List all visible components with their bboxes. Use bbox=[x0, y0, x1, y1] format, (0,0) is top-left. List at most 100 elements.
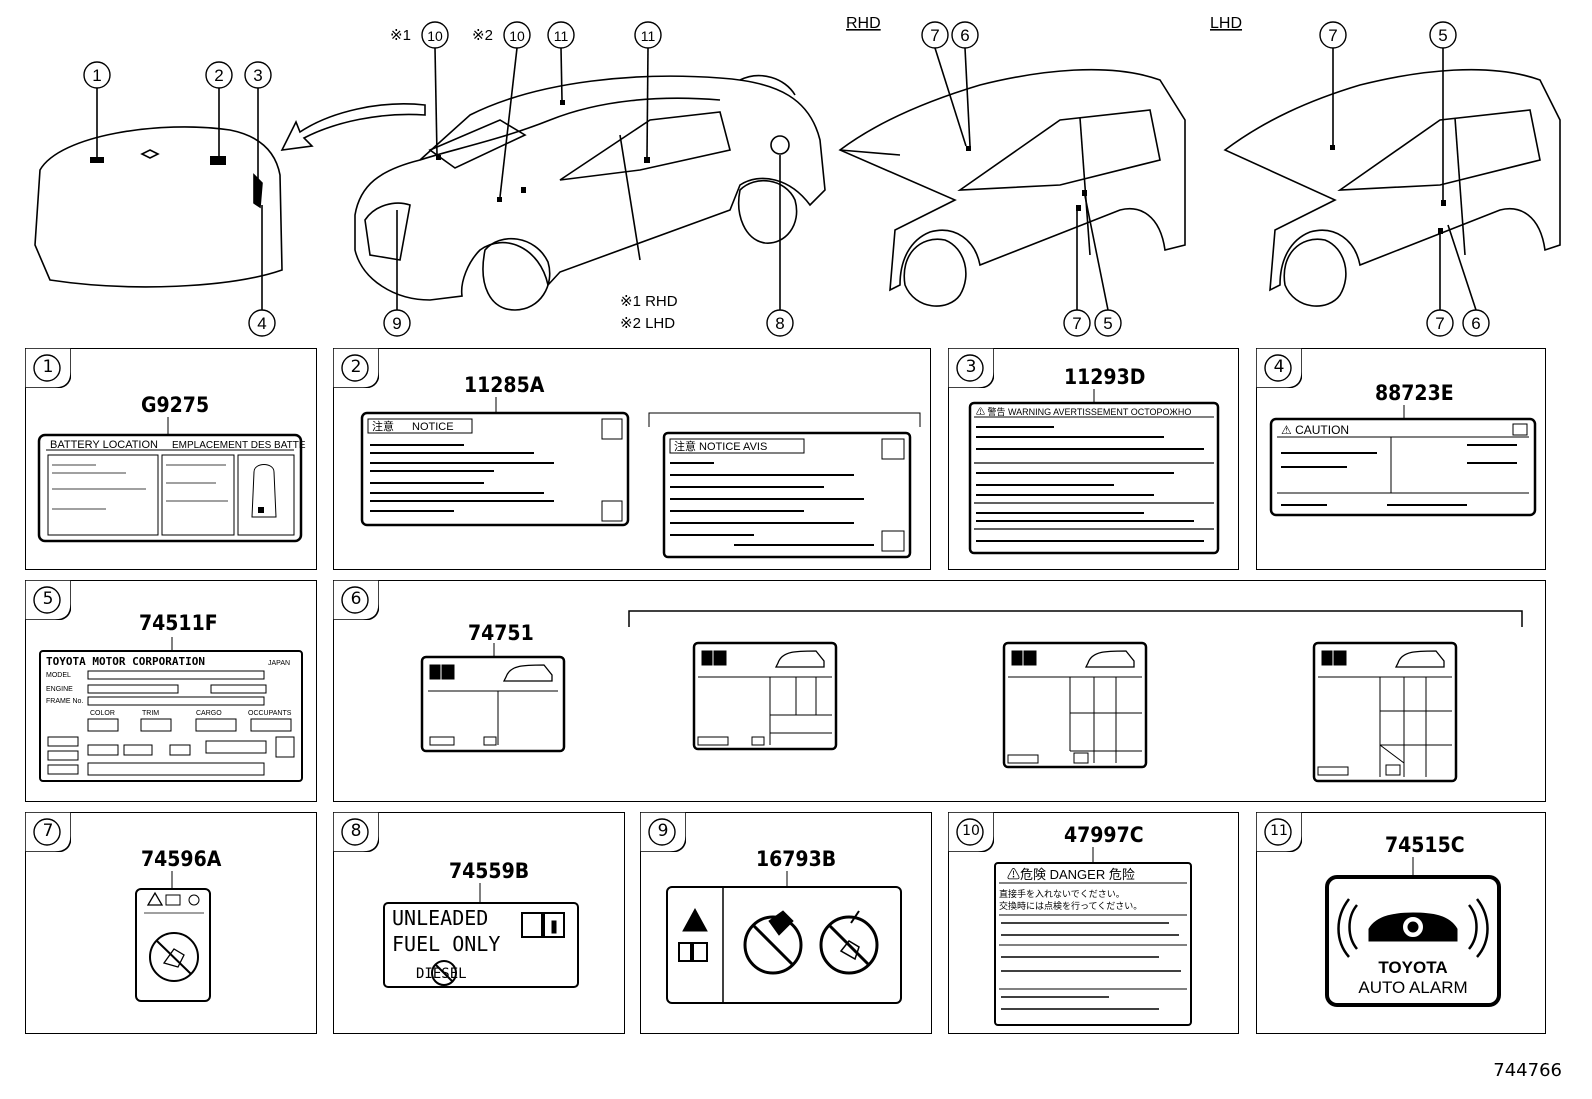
panel-6: 6 74751 bbox=[333, 580, 1546, 802]
label-text-frame: FRAME No. bbox=[46, 698, 83, 705]
panel-1-part-number: G9275 bbox=[141, 393, 210, 417]
panel-4-number: 4 bbox=[1273, 357, 1285, 377]
label-74596a bbox=[135, 871, 211, 1002]
overview-notes: ※1 ※2 ※1 RHD ※2 LHD RHD LHD bbox=[390, 15, 1242, 332]
label-text-danger: ⚠危険 DANGER 危险 bbox=[1007, 867, 1135, 882]
panel-4: 4 88723E ⚠ CAUTION bbox=[1256, 348, 1546, 570]
panel-2: 2 11285A 注意 NOTICE 注意 NOTICE AVIS bbox=[333, 348, 931, 570]
arrow-icon bbox=[280, 103, 426, 151]
panel-7-part-number: 74596A bbox=[141, 847, 222, 871]
panel-5: 5 74511F TOYOTA MOTOR CORPORATION JAPAN … bbox=[25, 580, 317, 802]
callout-6-rhd-top: 6 bbox=[960, 26, 969, 45]
callout-1: 1 bbox=[92, 66, 101, 85]
label-text-model: MODEL bbox=[46, 672, 71, 679]
label-variant-1 bbox=[420, 655, 566, 753]
panel-7: 7 74596A bbox=[25, 812, 317, 1034]
panel-11: 11 74515C TOYOTA AUTO ALARM bbox=[1256, 812, 1546, 1034]
panel-2-part-number: 11285A bbox=[464, 373, 545, 397]
panel-7-number: 7 bbox=[42, 821, 54, 841]
panel-9-part-number: 16793B bbox=[756, 847, 837, 871]
panel-6-part-number: 74751 bbox=[468, 621, 534, 645]
callout-8: 8 bbox=[775, 314, 784, 333]
label-74751-variants bbox=[420, 610, 1523, 783]
label-74511f: TOYOTA MOTOR CORPORATION JAPAN MODEL ENG… bbox=[39, 637, 303, 782]
label-text-notice: NOTICE bbox=[412, 421, 454, 433]
hood-drawing bbox=[34, 88, 283, 310]
label-text-notice-jp: 注意 bbox=[372, 419, 394, 433]
note-rhd: ※1 RHD bbox=[620, 293, 678, 310]
label-variant-4 bbox=[1312, 641, 1458, 783]
panel-1-number: 1 bbox=[42, 357, 54, 377]
callout-10b: 10 bbox=[509, 28, 525, 44]
label-variant-2 bbox=[692, 641, 838, 751]
figure-id: 744766 bbox=[1493, 1060, 1562, 1081]
panel-10-part-number: 47997C bbox=[1064, 823, 1144, 847]
label-text-toyota-corp: TOYOTA MOTOR CORPORATION bbox=[46, 655, 205, 668]
label-text-jp-line-2: 交換時には点検を行ってください。 bbox=[999, 900, 1142, 911]
panel-4-part-number: 88723E bbox=[1375, 381, 1454, 405]
callout-11b: 11 bbox=[641, 28, 656, 44]
panel-6-number: 6 bbox=[350, 589, 362, 609]
label-variant-3 bbox=[1002, 641, 1148, 769]
note-lhd: ※2 LHD bbox=[620, 315, 675, 332]
panel-10: 10 47997C ⚠危険 DANGER 危险 直接手を入れないでください。 交… bbox=[948, 812, 1239, 1034]
label-text-auto-alarm: AUTO ALARM bbox=[1358, 978, 1467, 997]
panel-2-number: 2 bbox=[350, 357, 362, 377]
note-marker-lhd: ※2 bbox=[472, 27, 493, 44]
label-16793b bbox=[666, 871, 902, 1004]
label-text-japan: JAPAN bbox=[268, 660, 290, 667]
label-74515c: TOYOTA AUTO ALARM bbox=[1325, 857, 1501, 1007]
callout-7-rhd-bottom: 7 bbox=[1072, 314, 1081, 333]
callout-11a: 11 bbox=[554, 28, 569, 44]
rhd-label: RHD bbox=[846, 15, 881, 32]
label-text-trim: TRIM bbox=[142, 710, 159, 717]
rhd-car-drawing bbox=[838, 47, 1186, 311]
panel-3: 3 11293D ⚠ 警告 WARNING AVERTISSEMENT OCTO… bbox=[948, 348, 1239, 570]
label-11285a: 注意 NOTICE 注意 NOTICE AVIS bbox=[360, 397, 921, 559]
label-text-unleaded: UNLEADED bbox=[392, 906, 488, 930]
callout-7-rhd-top: 7 bbox=[930, 26, 939, 45]
callout-10a: 10 bbox=[427, 28, 443, 44]
callout-7-lhd-top: 7 bbox=[1328, 26, 1337, 45]
label-text-diesel: DIESEL bbox=[416, 966, 467, 982]
label-88723e: ⚠ CAUTION bbox=[1269, 405, 1537, 517]
callout-numbers: 1 2 3 4 10 10 11 11 9 8 7 6 7 5 7 5 7 6 bbox=[92, 26, 1480, 333]
callout-4: 4 bbox=[257, 314, 266, 333]
panel-3-part-number: 11293D bbox=[1064, 365, 1146, 389]
label-text-toyota: TOYOTA bbox=[1378, 958, 1447, 977]
panel-3-number: 3 bbox=[965, 357, 977, 377]
label-11293d: ⚠ 警告 WARNING AVERTISSEMENT OCTOPOЖHO bbox=[968, 389, 1220, 555]
label-text-caution: ⚠ CAUTION bbox=[1281, 423, 1349, 437]
lhd-label: LHD bbox=[1210, 15, 1242, 32]
label-text-cargo: CARGO bbox=[196, 710, 222, 717]
callout-5-lhd-top: 5 bbox=[1438, 26, 1447, 45]
callout-5-rhd-bottom: 5 bbox=[1103, 314, 1112, 333]
label-g9275: BATTERY LOCATION EMPLACEMENT DES BATTERI… bbox=[37, 417, 306, 543]
label-text-warning: ⚠ 警告 WARNING AVERTISSEMENT OCTOPOЖHO bbox=[976, 406, 1191, 417]
label-text-jp-line-1: 直接手を入れないでください。 bbox=[999, 888, 1125, 899]
overview-illustration: 1 2 3 4 10 10 11 11 9 8 7 6 7 5 7 5 7 6 … bbox=[34, 15, 1561, 337]
panel-1: 1 G9275 BATTERY LOCATION EMPLACEMENT DES… bbox=[25, 348, 317, 570]
callout-2: 2 bbox=[214, 66, 223, 85]
panel-9-number: 9 bbox=[657, 821, 669, 841]
callout-9: 9 bbox=[392, 314, 401, 333]
panel-8-part-number: 74559B bbox=[449, 859, 530, 883]
panel-11-number: 11 bbox=[1270, 823, 1288, 839]
label-47997c: ⚠危険 DANGER 危险 直接手を入れないでください。 交換時には点検を行って… bbox=[994, 847, 1192, 1026]
lhd-car-drawing bbox=[1223, 48, 1561, 311]
main-car-drawing bbox=[354, 47, 826, 311]
label-text-battery-location: BATTERY LOCATION bbox=[50, 439, 158, 451]
panel-8-number: 8 bbox=[350, 821, 362, 841]
callout-6-lhd-bottom: 6 bbox=[1471, 314, 1480, 333]
callout-circles bbox=[83, 21, 1490, 337]
panel-5-number: 5 bbox=[42, 589, 54, 609]
note-marker-rhd: ※1 bbox=[390, 27, 411, 44]
callout-7-lhd-bottom: 7 bbox=[1435, 314, 1444, 333]
label-text-color: COLOR bbox=[90, 710, 115, 717]
label-text-emplacement: EMPLACEMENT DES BATTERIES bbox=[172, 440, 306, 451]
label-text-notice-avis: 注意 NOTICE AVIS bbox=[674, 439, 767, 453]
label-text-occupants: OCCUPANTS bbox=[248, 710, 292, 717]
panel-5-part-number: 74511F bbox=[139, 611, 218, 635]
panel-11-part-number: 74515C bbox=[1385, 833, 1465, 857]
label-text-fuel-only: FUEL ONLY bbox=[392, 932, 500, 956]
